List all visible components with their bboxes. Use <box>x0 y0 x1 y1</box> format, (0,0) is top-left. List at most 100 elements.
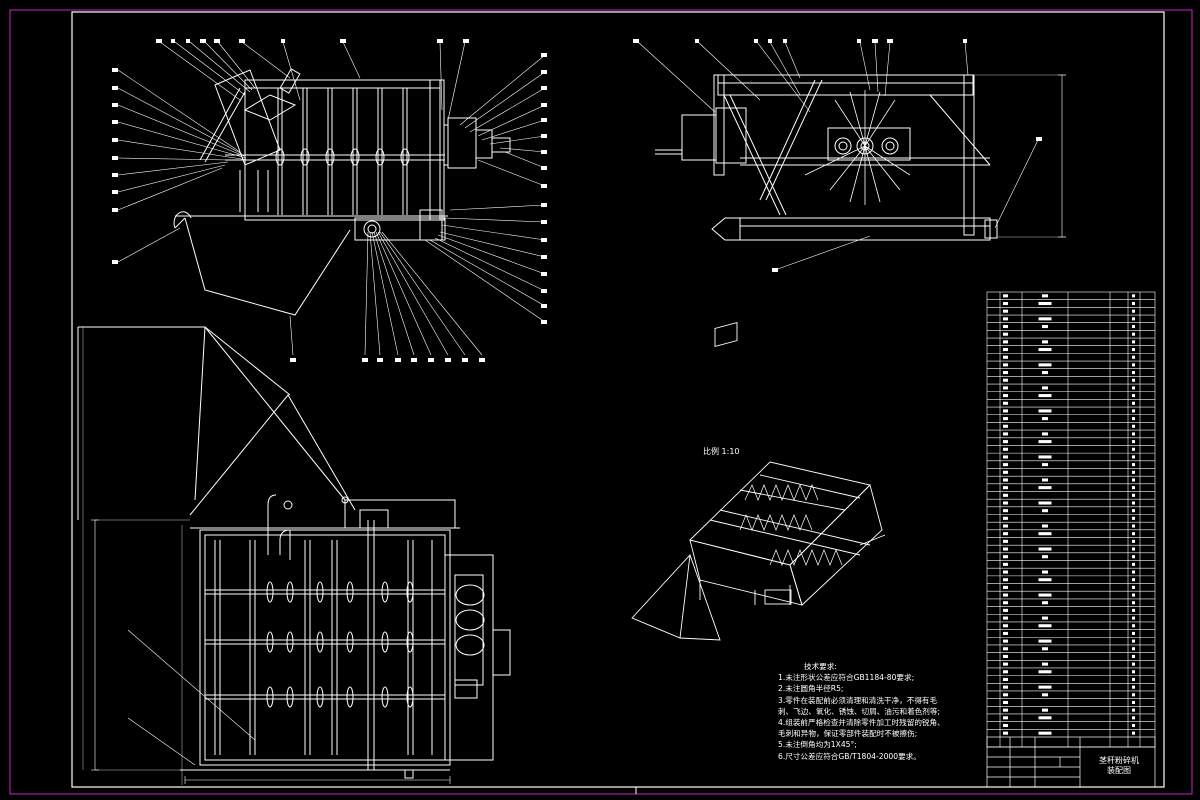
table-cell-mark <box>1003 501 1008 505</box>
table-cell-mark <box>1038 363 1052 367</box>
table-cell-mark <box>1132 486 1135 490</box>
table-cell-mark <box>1042 294 1048 298</box>
table-cell-mark <box>1003 708 1008 712</box>
table-cell-mark <box>1003 470 1008 474</box>
table-cell-mark <box>1042 693 1048 697</box>
table-cell-mark <box>1132 578 1135 582</box>
table-cell-mark <box>1132 447 1135 451</box>
table-cell-mark <box>1003 631 1008 635</box>
scale-note: 比例 1:10 <box>703 447 740 456</box>
table-cell-mark <box>1132 685 1135 689</box>
table-cell-mark <box>1042 432 1048 436</box>
table-cell-mark <box>1042 708 1048 712</box>
table-cell-mark <box>1132 731 1135 735</box>
tech-requirement-line: 6.尺寸公差应符合GB/T1804-2000要求。 <box>778 751 921 761</box>
table-cell-mark <box>1003 478 1008 482</box>
table-cell-mark <box>1003 378 1008 382</box>
parts-list-table <box>986 291 1156 748</box>
table-cell-mark <box>1042 647 1048 651</box>
tech-requirement-line: 3.零件在装配前必须清理和清洗干净，不得有毛 <box>778 695 938 705</box>
table-cell-mark <box>1003 324 1008 329</box>
table-cell-mark <box>1132 516 1135 520</box>
outer-frame <box>9 9 1193 795</box>
table-cell-mark <box>1003 440 1008 444</box>
table-cell-mark <box>1132 463 1135 467</box>
table-cell-mark <box>1003 685 1008 689</box>
table-cell-mark <box>1003 301 1008 306</box>
callout-marks-side <box>633 39 1042 272</box>
front-view <box>173 68 511 316</box>
table-cell-mark <box>1003 447 1008 451</box>
tech-requirement-line: 毛刺和异物，保证零部件装配时不被擦伤; <box>778 729 918 739</box>
table-cell-mark <box>1003 401 1008 405</box>
table-cell-mark <box>1132 432 1135 436</box>
table-cell-mark <box>1038 593 1052 597</box>
table-cell-mark <box>1003 654 1008 658</box>
table-cell-mark <box>1042 371 1048 375</box>
table-cell-mark <box>1042 509 1048 513</box>
table-cell-mark <box>1132 324 1135 329</box>
table-cell-mark <box>1003 532 1008 536</box>
table-cell-mark <box>1132 317 1135 321</box>
leader-lines-side <box>637 41 1039 271</box>
table-cell-mark <box>1038 547 1052 551</box>
table-cell-mark <box>1132 332 1135 336</box>
table-cell-mark <box>1132 700 1135 705</box>
table-cell-mark <box>1132 708 1135 712</box>
table-cell-mark <box>1132 547 1135 551</box>
table-cell-mark <box>1038 578 1052 582</box>
table-cell-mark <box>1038 731 1052 735</box>
table-cell-mark <box>1132 624 1135 628</box>
table-cell-mark <box>1003 578 1008 582</box>
table-cell-mark <box>1038 486 1052 490</box>
table-cell-mark <box>1042 601 1048 605</box>
table-cell-mark <box>1042 555 1048 559</box>
table-cell-mark <box>1132 654 1135 658</box>
leader-lines-front <box>117 41 546 356</box>
table-cell-mark <box>1132 371 1135 375</box>
table-cell-mark <box>1132 677 1135 681</box>
table-cell-mark <box>1042 478 1048 482</box>
table-cell-mark <box>1132 693 1135 697</box>
table-cell-mark <box>1132 478 1135 482</box>
tech-requirement-line: 刺、飞边、氧化、锈蚀、切屑、油污和着色剂等; <box>778 706 941 716</box>
table-cell-mark <box>1132 647 1135 651</box>
table-cell-mark <box>1042 616 1048 620</box>
table-cell-mark <box>1038 455 1052 459</box>
table-cell-mark <box>1038 440 1052 444</box>
table-cell-mark <box>1132 355 1135 359</box>
tech-requirements-title: 技术要求: <box>804 662 837 671</box>
table-cell-mark <box>1132 394 1135 398</box>
table-cell-mark <box>1003 547 1008 551</box>
table-cell-mark <box>1038 639 1052 643</box>
table-cell-mark <box>1003 486 1008 490</box>
table-cell-mark <box>1132 378 1135 382</box>
table-cell-mark <box>1003 493 1008 497</box>
tech-requirement-line: 2.未注圆角半径R5; <box>778 684 844 694</box>
table-cell-mark <box>1003 723 1008 728</box>
table-cell-mark <box>1003 524 1008 528</box>
leader-lines-plan <box>127 629 256 766</box>
table-cell-mark <box>1042 463 1048 467</box>
table-cell-mark <box>1038 394 1052 398</box>
table-cell-mark <box>1003 539 1008 543</box>
table-cell-mark <box>1003 386 1008 390</box>
table-cell-mark <box>1132 294 1135 298</box>
table-cell-mark <box>1003 348 1008 352</box>
tech-requirement-line: 4.组装前严格检查并清除零件加工时残留的锐角、 <box>778 718 945 728</box>
callout-marks-front <box>112 39 547 362</box>
table-cell-mark <box>1003 647 1008 651</box>
table-cell-mark <box>1038 670 1052 674</box>
table-cell-mark <box>1003 340 1008 344</box>
table-cell-mark <box>1003 317 1008 321</box>
table-cell-mark <box>1003 409 1008 413</box>
table-cell-mark <box>1042 570 1048 574</box>
table-cell-mark <box>1003 424 1008 428</box>
table-cell-mark <box>1132 593 1135 597</box>
technical-requirements: 技术要求: 1.未注形状公差应符合GB1184-80要求; 2.未注圆角半径R5… <box>778 661 945 762</box>
table-cell-mark <box>1042 417 1048 421</box>
table-cell-mark <box>1003 731 1008 735</box>
parts-list-marks <box>1003 294 1135 735</box>
table-cell-mark <box>1132 417 1135 421</box>
table-cell-mark <box>1132 532 1135 536</box>
